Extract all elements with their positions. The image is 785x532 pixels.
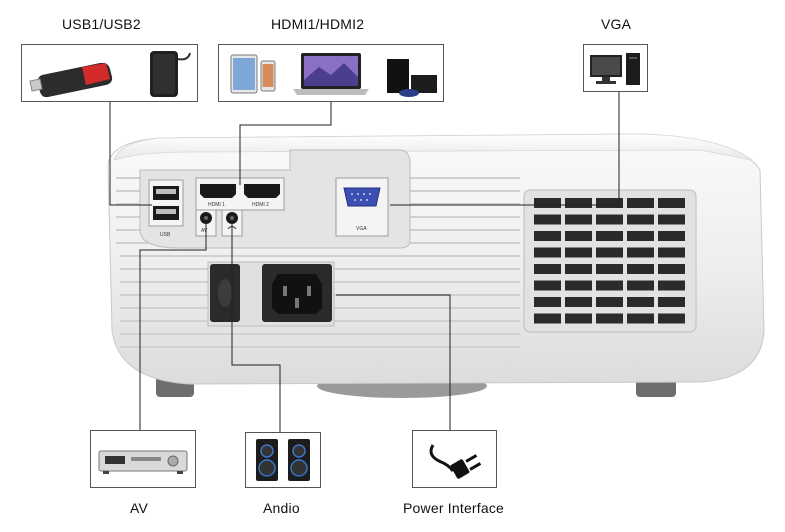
vent-slot	[565, 247, 592, 258]
vent-slot	[658, 231, 685, 241]
av-device-box	[90, 430, 196, 488]
vent-slot	[534, 231, 561, 241]
vent-slot	[627, 264, 654, 274]
av-port-text: AV	[201, 228, 208, 234]
vent-slot	[627, 198, 654, 208]
vent-slot	[565, 313, 592, 324]
laptop-icon	[293, 53, 369, 95]
external-hard-drive-icon	[150, 51, 191, 97]
vent-slot	[565, 214, 592, 225]
vent-slot	[534, 198, 561, 208]
vent-slot	[658, 297, 685, 307]
vent-slot	[534, 313, 561, 324]
vga-device-box	[583, 44, 648, 92]
power-label: Power Interface	[403, 500, 505, 516]
phone-icon	[260, 60, 276, 92]
vent-slot	[658, 280, 685, 291]
power-plug-icon	[429, 444, 482, 479]
usb-devices-box	[21, 44, 198, 102]
vent-slot	[658, 198, 685, 208]
vent-grille	[523, 189, 697, 333]
vent-slot	[534, 247, 561, 258]
vent-slot	[565, 231, 592, 241]
vent-slot	[565, 280, 592, 291]
vent-slot	[658, 247, 685, 258]
vent-slot	[565, 264, 592, 274]
vent-slot	[596, 280, 623, 291]
av-receiver-icon	[98, 450, 188, 474]
vga-port-text: VGA	[356, 226, 367, 232]
vent-slot	[658, 264, 685, 274]
vga-label: VGA	[601, 16, 632, 32]
av-label: AV	[130, 500, 149, 516]
vent-slot	[627, 214, 654, 225]
hdmi-devices-box	[218, 44, 444, 102]
vent-slot	[596, 247, 623, 258]
audio-device-box	[245, 432, 321, 488]
usb-port-text: USB	[160, 232, 171, 238]
vent-slot	[596, 297, 623, 307]
hdmi-ports: HDMI 1 HDMI 2	[195, 177, 285, 211]
hdmi-devices-picture	[230, 53, 437, 97]
usb-ports: USB	[148, 179, 184, 238]
vent-slot	[627, 280, 654, 291]
vent-slot	[596, 198, 623, 208]
tablet-icon	[230, 54, 258, 94]
vent-slot	[627, 231, 654, 241]
audio-label: Andio	[263, 500, 300, 516]
vent-slot	[565, 198, 592, 208]
vent-slot	[534, 297, 561, 307]
vent-slot	[565, 297, 592, 307]
vga-port: VGA	[335, 177, 389, 237]
vent-slot	[658, 214, 685, 225]
vent-slot	[534, 214, 561, 225]
game-console-icon	[387, 59, 437, 97]
vent-slot	[596, 214, 623, 225]
connection-wires	[109, 90, 620, 432]
vent-slot	[627, 313, 654, 324]
speakers-icon	[256, 439, 310, 481]
vent-slot	[596, 231, 623, 241]
hdmi-label: HDMI1/HDMI2	[271, 16, 365, 32]
usb-devices-picture	[29, 51, 191, 98]
vent-slot	[534, 280, 561, 291]
av-audio-jacks: AV	[195, 209, 243, 237]
vent-slot	[627, 297, 654, 307]
desktop-computer-icon	[590, 53, 640, 85]
vent-slot	[627, 247, 654, 258]
usb-label: USB1/USB2	[62, 16, 141, 32]
vent-slot	[534, 264, 561, 274]
power-socket	[207, 261, 335, 327]
hdmi1-port-text: HDMI 1	[208, 202, 225, 208]
usb-flash-drive-icon	[29, 62, 113, 98]
vent-slot	[596, 264, 623, 274]
hdmi2-port-text: HDMI 2	[252, 202, 269, 208]
power-device-box	[412, 430, 497, 488]
vent-slot	[658, 313, 685, 324]
vent-slot	[596, 313, 623, 324]
